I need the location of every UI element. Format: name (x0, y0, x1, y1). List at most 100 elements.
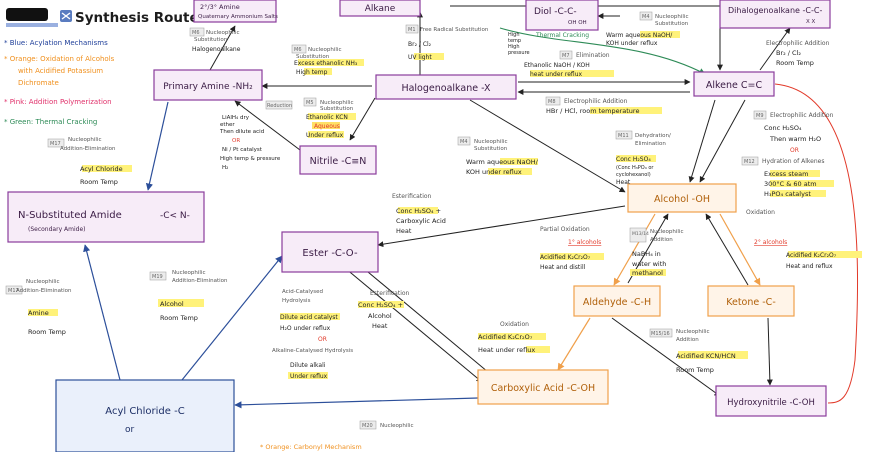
arrow-ketone-to-hydroxynitrile (766, 317, 773, 386)
svg-text:Hydration of Alkenes: Hydration of Alkenes (762, 158, 824, 165)
svg-text:Acyl Chloride: Acyl Chloride (80, 165, 123, 173)
compound-dihalogenoalkane-label: Dihalogenoalkane -C-C- (728, 6, 822, 15)
arrow-acyl-to-ester (181, 255, 283, 381)
compound-hydroxynitrile[interactable] (715, 385, 827, 417)
svg-text:Nucleophilic: Nucleophilic (308, 47, 342, 53)
legend-item: with Acidified Potassium (18, 67, 103, 75)
arrow-alcohol-to-alkene (688, 99, 716, 183)
svg-text:OR: OR (318, 336, 327, 343)
reaction-m11: M11 Dehydration/ Elimination Conc H₂SO₄ … (615, 130, 671, 186)
svg-text:High temp & pressure: High temp & pressure (220, 156, 281, 162)
compound-primary-amine[interactable] (153, 69, 263, 101)
svg-text:Then dilute acid: Then dilute acid (219, 129, 264, 135)
reaction-oxidation-ketone: Oxidation 2° alcohols Acidified K₂Cr₂O₇ … (746, 209, 862, 270)
svg-text:Addition-Elimination: Addition-Elimination (16, 288, 72, 294)
svg-text:KOH under reflux: KOH under reflux (466, 168, 522, 176)
svg-text:OR: OR (232, 138, 240, 144)
svg-text:Room Temp: Room Temp (776, 59, 814, 67)
svg-text:Conc H₂SO₄ +: Conc H₂SO₄ + (358, 301, 403, 309)
compound-alkene[interactable] (693, 71, 775, 97)
arrow-alcohol-to-aldehyde (613, 213, 656, 286)
svg-text:Hydrolysis: Hydrolysis (282, 298, 311, 304)
compound-carboxylic-acid-label: Carboxylic Acid -C-OH (491, 383, 595, 394)
bottom-note: * Orange: Carbonyl Mechanism (260, 443, 362, 451)
arrow-aldehyde-to-hydroxynitrile (611, 317, 721, 397)
svg-text:M7: M7 (562, 53, 570, 59)
svg-text:Addition-Elimination: Addition-Elimination (60, 146, 116, 152)
compound-ketone[interactable] (707, 285, 795, 317)
compound-23-amine-label: 2°/3° Amine (200, 3, 240, 11)
arrow-ester-to-acid (344, 267, 483, 383)
reaction-electrophilic-addition-top: Electrophilic Addition Br₂ / Cl₂ Room Te… (766, 40, 830, 67)
svg-text:Halogenoalkane: Halogenoalkane (192, 46, 241, 53)
compound-aldehyde[interactable] (573, 285, 661, 317)
cracking-condition: High (508, 44, 520, 50)
svg-text:Substitution: Substitution (320, 106, 354, 112)
compound-alkane[interactable] (339, 0, 421, 17)
compound-nitrile[interactable] (299, 145, 377, 175)
svg-text:Addition-Elimination: Addition-Elimination (172, 278, 228, 284)
compound-23-amine-sub: Quaternary Ammonium Salts (198, 14, 278, 20)
compound-diol[interactable] (525, 0, 599, 31)
compound-halogenoalkane-label: Halogenoalkane -X (401, 83, 491, 94)
svg-text:Excess ethanolic NH₃: Excess ethanolic NH₃ (294, 60, 358, 67)
svg-text:Warm aqueous NaOH/: Warm aqueous NaOH/ (466, 158, 539, 166)
svg-text:Br₂ / Cl₂: Br₂ / Cl₂ (408, 41, 432, 48)
compound-n-amide-label: N-Substituted Amide (18, 210, 122, 221)
compound-alcohol-label: Alcohol -OH (654, 194, 710, 205)
svg-text:ether: ether (220, 122, 235, 128)
cracking-condition: temp (508, 38, 521, 44)
svg-text:Room Temp: Room Temp (160, 314, 198, 322)
svg-text:Addition: Addition (650, 237, 673, 243)
arrow-halo-to-alcohol (469, 99, 626, 193)
reaction-m15: M15/16 Nucleophilic Addition Acidified K… (649, 328, 748, 374)
arrow-amine-to-amide (145, 101, 169, 191)
svg-text:Heat: Heat (396, 227, 412, 235)
svg-text:Nucleophilic: Nucleophilic (655, 14, 689, 20)
svg-text:M17: M17 (50, 141, 61, 147)
legend-item: Dichromate (18, 79, 59, 87)
arrow-pink-path (774, 83, 859, 404)
svg-text:Nucleophilic: Nucleophilic (172, 270, 206, 276)
svg-text:M8: M8 (548, 99, 556, 105)
svg-text:Nucleophilic: Nucleophilic (206, 30, 240, 36)
svg-text:Acidified K₂Cr₂O₇: Acidified K₂Cr₂O₇ (540, 254, 591, 261)
arrow-acid-to-acyl (234, 397, 479, 409)
compound-dihalogenoalkane[interactable] (719, 0, 831, 29)
svg-text:M20: M20 (362, 423, 373, 429)
svg-text:Heat and distill: Heat and distill (540, 264, 586, 271)
reaction-m17-top: M17 Nucleophilic Addition-Elimination Ac… (47, 137, 132, 186)
svg-text:LiAlH₄ dry: LiAlH₄ dry (222, 115, 250, 121)
svg-text:H₃PO₄ catalyst: H₃PO₄ catalyst (764, 190, 811, 198)
compound-n-amide[interactable] (7, 191, 205, 243)
compound-acyl-chloride[interactable] (55, 379, 235, 452)
svg-text:Conc H₂SO₄ +: Conc H₂SO₄ + (396, 207, 441, 215)
compound-n-amide-sub: (Secondary Amide) (28, 226, 85, 233)
compound-ester[interactable] (281, 231, 379, 273)
compound-alkene-label: Alkene C=C (706, 80, 763, 91)
compound-diol-label: Diol -C-C- (534, 7, 577, 17)
svg-text:Nucleophilic: Nucleophilic (474, 139, 508, 145)
compound-alkane-label: Alkane (365, 4, 396, 14)
svg-text:Electrophilic Addition: Electrophilic Addition (770, 112, 834, 119)
reaction-reduction: Reduction LiAlH₄ dry ether Then dilute a… (219, 100, 293, 171)
svg-text:Substitution: Substitution (296, 54, 330, 60)
svg-text:HBr / HCl, room temperature: HBr / HCl, room temperature (546, 107, 639, 115)
compound-halogenoalkane[interactable] (375, 74, 517, 100)
arrow-alcohol-to-ketone (719, 213, 761, 286)
legend-item: * Orange: Oxidation of Alcohols (4, 55, 115, 63)
compound-23-amine[interactable] (193, 0, 277, 23)
compound-alcohol[interactable] (627, 183, 737, 213)
svg-text:heat under reflux: heat under reflux (530, 71, 583, 78)
svg-text:Esterification: Esterification (370, 290, 410, 297)
compound-aldehyde-label: Aldehyde -C-H (583, 297, 651, 308)
reaction-hydrolysis: Acid-Catalysed Hydrolysis Dilute acid ca… (272, 289, 353, 380)
svg-text:Acid-Catalysed: Acid-Catalysed (282, 289, 323, 295)
cracking-condition: pressure (508, 50, 530, 56)
svg-text:M9: M9 (756, 113, 764, 119)
compound-carboxylic-acid[interactable] (477, 369, 609, 405)
svg-text:Alcohol: Alcohol (160, 300, 184, 308)
svg-text:Substitution: Substitution (474, 146, 508, 152)
reaction-m20: M20 Nucleophilic (359, 420, 414, 430)
